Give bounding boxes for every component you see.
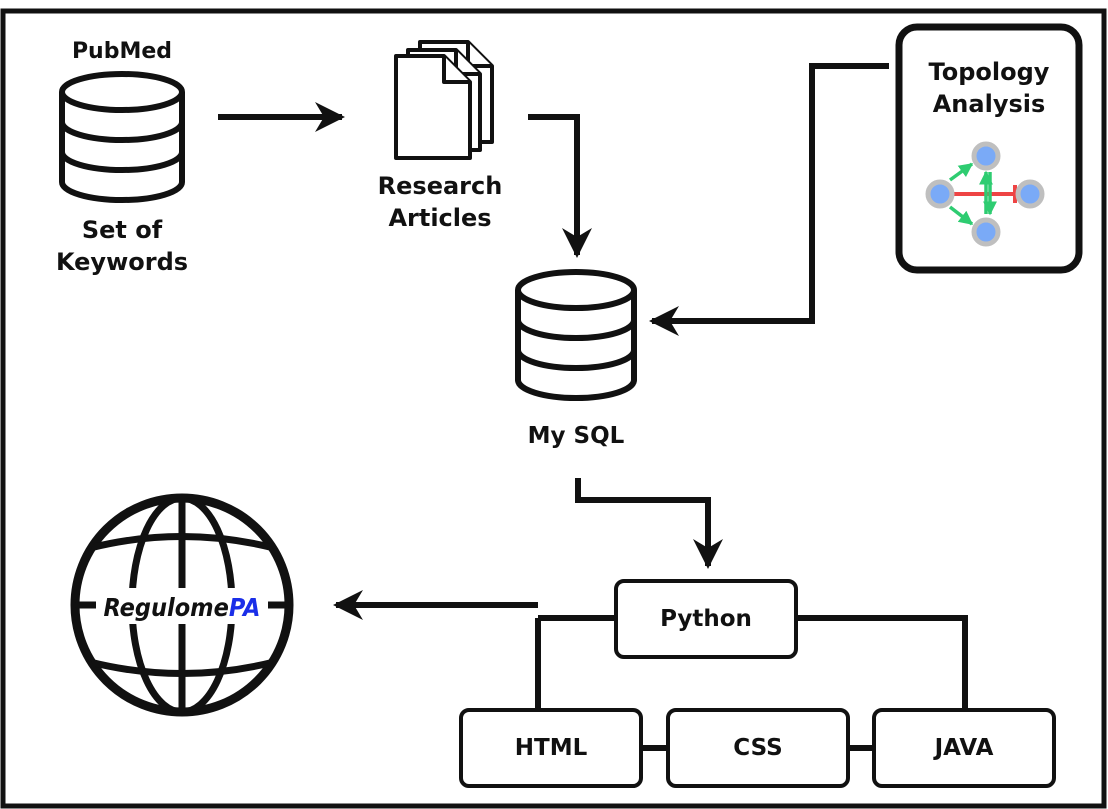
- keywords-label-line2: Keywords: [56, 248, 188, 276]
- articles-label-line2: Articles: [388, 204, 491, 232]
- arrow-mysql-to-python: [575, 478, 723, 569]
- logo-text-regulome: Regulome: [104, 593, 229, 622]
- network-node-right: [1015, 179, 1045, 209]
- mysql-label: My SQL: [528, 423, 625, 449]
- python-label: Python: [660, 606, 752, 632]
- logo-text-pa: PA: [229, 593, 261, 622]
- activation-edge-down: [948, 205, 974, 226]
- pubmed-title: PubMed: [72, 39, 172, 64]
- activation-edge-up: [948, 162, 974, 182]
- arrow-topology-to-mysql: [649, 63, 889, 336]
- connector-python-to-java: [796, 615, 968, 710]
- pubmed-database-icon: [59, 71, 185, 203]
- mysql-database-icon: [515, 269, 637, 401]
- globe-icon: [70, 493, 294, 717]
- html-label: HTML: [515, 735, 588, 761]
- network-node-top: [971, 141, 1001, 171]
- network-node-bottom: [971, 217, 1001, 247]
- keywords-label-line1: Set of: [82, 216, 163, 244]
- arrow-articles-to-mysql: [528, 114, 592, 258]
- regulomepa-logo: RegulomePA: [104, 593, 261, 622]
- documents-icon: [394, 40, 494, 160]
- outer-frame: [0, 8, 1107, 809]
- articles-label-line1: Research: [378, 172, 503, 200]
- java-label: JAVA: [933, 735, 994, 761]
- network-graph-icon: [925, 141, 1045, 247]
- network-node-left: [925, 179, 955, 209]
- topology-label-line2: Analysis: [933, 90, 1046, 118]
- java-box: [872, 708, 1056, 788]
- css-label: CSS: [733, 735, 782, 761]
- topology-label-line1: Topology: [929, 58, 1050, 86]
